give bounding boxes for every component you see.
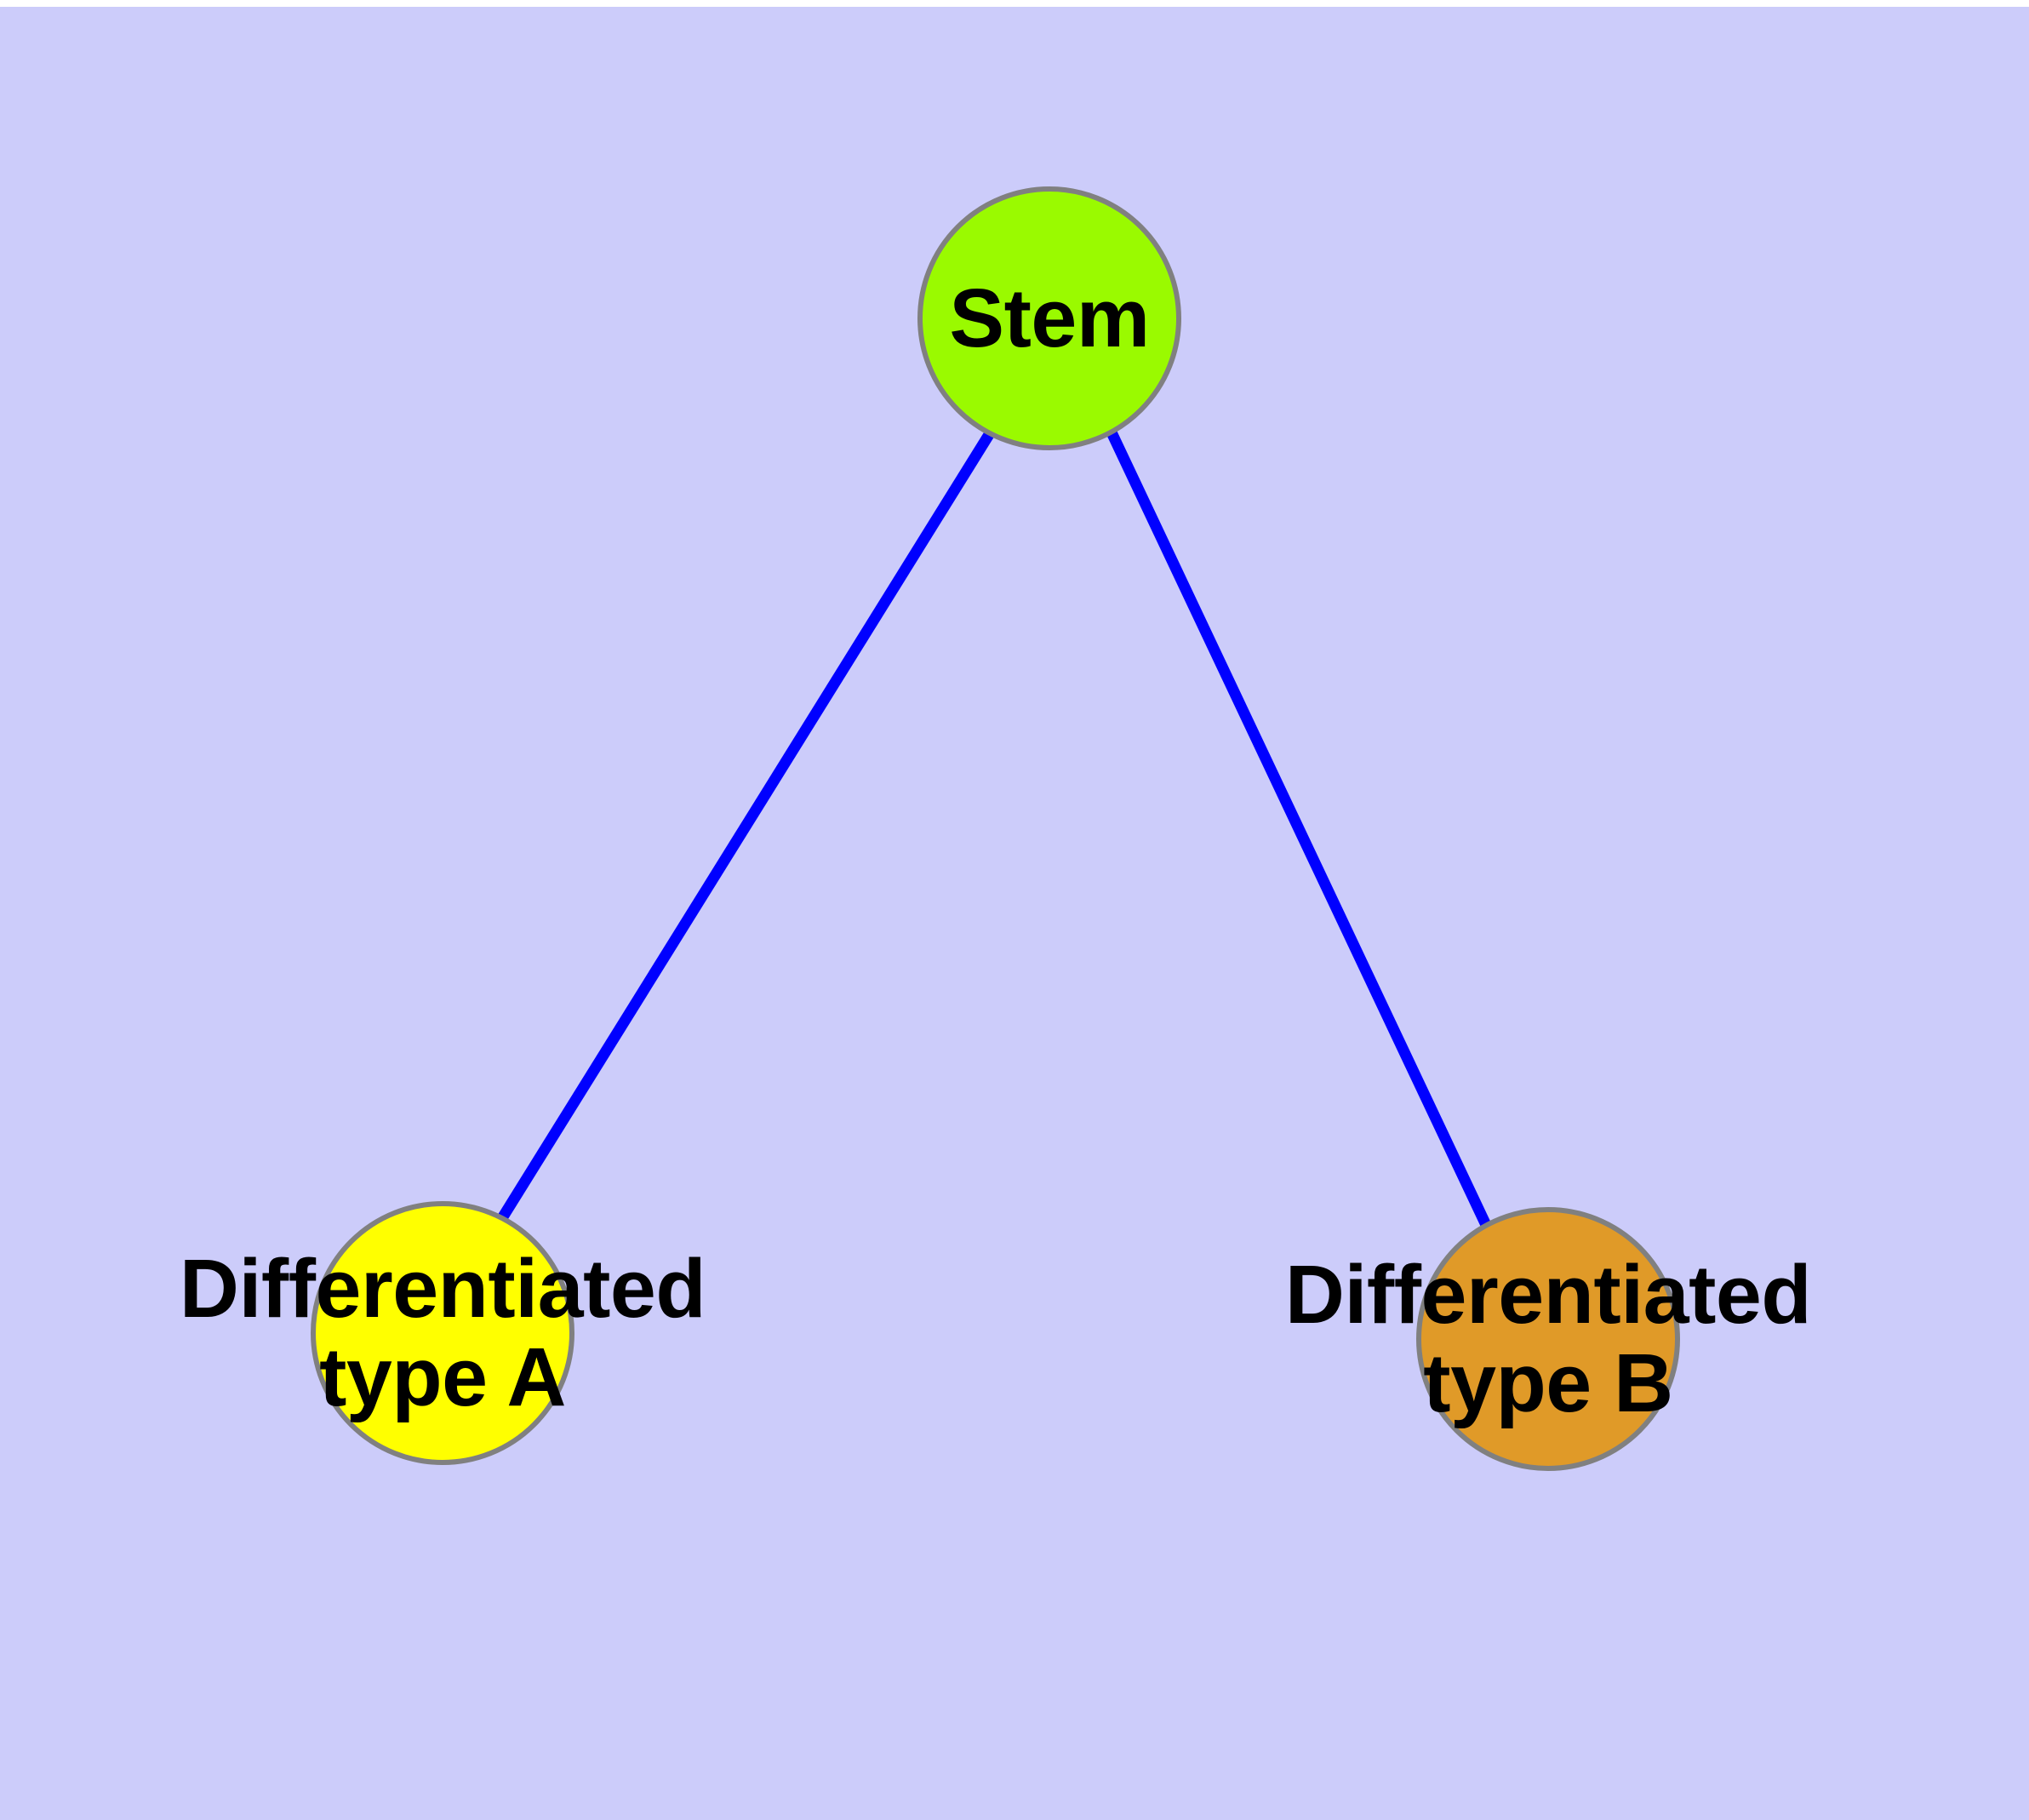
graph-edge-stem-to-type-b[interactable] [1106, 430, 1491, 1228]
graph-node-stem[interactable] [917, 186, 1181, 450]
graph-edge-stem-to-type-a[interactable] [497, 430, 995, 1222]
graph-node-differentiated-type-b[interactable] [1416, 1207, 1680, 1471]
graph-node-differentiated-type-a[interactable] [311, 1201, 574, 1465]
graph-svg-layer [311, 186, 1680, 1471]
edge-layer [497, 430, 1491, 1228]
node-layer [311, 186, 1680, 1471]
